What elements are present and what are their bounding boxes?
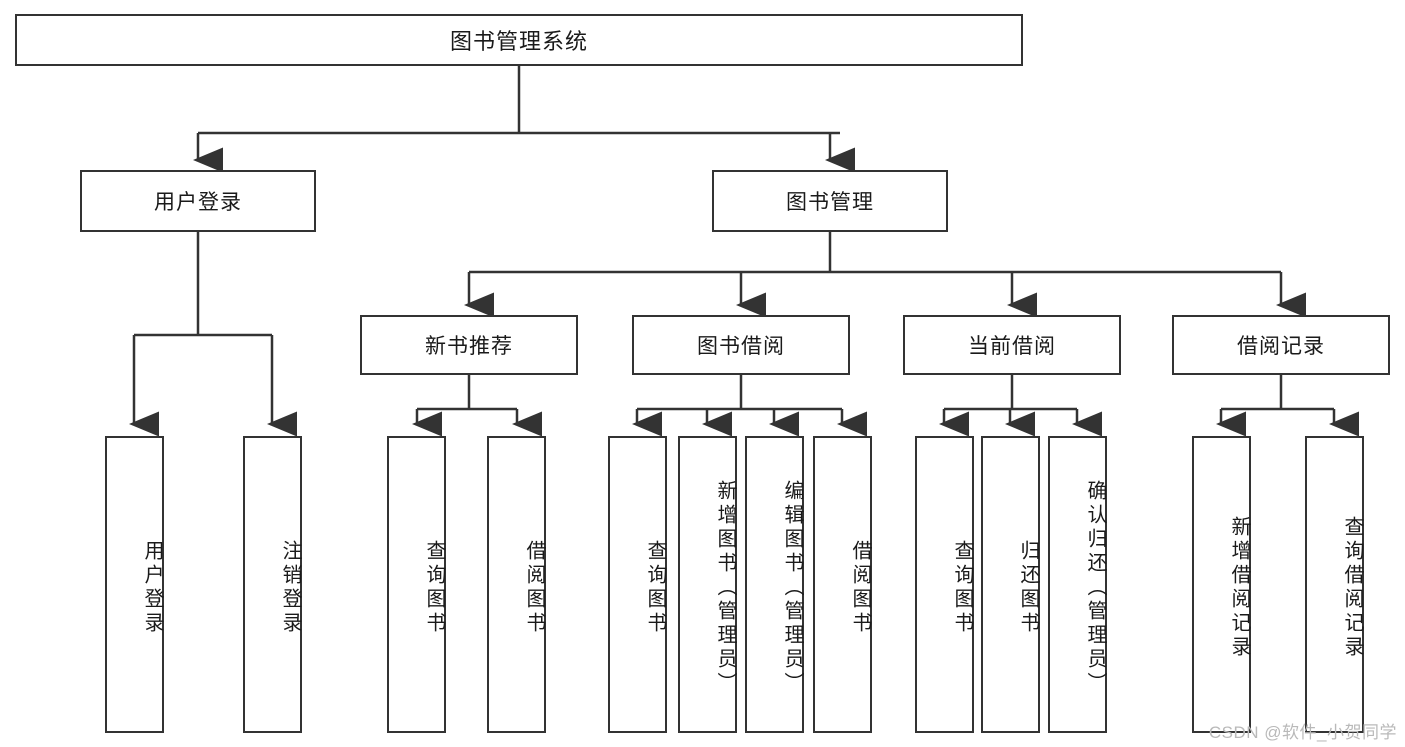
node-label: 查询图书 bbox=[423, 539, 445, 636]
node-leaf-query-book-borrow[interactable]: 查询图书 bbox=[608, 436, 667, 733]
node-user-login[interactable]: 用户登录 bbox=[80, 170, 316, 232]
node-label: 编辑图书（管理员） bbox=[781, 479, 803, 696]
node-label: 注销登录 bbox=[279, 539, 301, 636]
node-leaf-query-borrow-record[interactable]: 查询借阅记录 bbox=[1305, 436, 1364, 733]
node-label: 查询借阅记录 bbox=[1341, 515, 1363, 660]
node-label: 当前借阅 bbox=[968, 335, 1056, 358]
node-leaf-confirm-return-admin[interactable]: 确认归还（管理员） bbox=[1048, 436, 1107, 733]
node-book-manage[interactable]: 图书管理 bbox=[712, 170, 948, 232]
node-label: 查询图书 bbox=[951, 539, 973, 636]
node-label: 新增借阅记录 bbox=[1228, 515, 1250, 660]
node-leaf-query-book-current[interactable]: 查询图书 bbox=[915, 436, 974, 733]
node-label: 用户登录 bbox=[154, 191, 242, 214]
node-label: 图书管理 bbox=[786, 191, 874, 214]
node-leaf-return-book[interactable]: 归还图书 bbox=[981, 436, 1040, 733]
node-leaf-add-borrow-record[interactable]: 新增借阅记录 bbox=[1192, 436, 1251, 733]
watermark-text: CSDN @软件_小贺同学 bbox=[1208, 723, 1397, 742]
node-leaf-query-book-new[interactable]: 查询图书 bbox=[387, 436, 446, 733]
node-new-book-recommend[interactable]: 新书推荐 bbox=[360, 315, 578, 375]
node-label: 查询图书 bbox=[644, 539, 666, 636]
node-borrow-record[interactable]: 借阅记录 bbox=[1172, 315, 1390, 375]
node-label: 用户登录 bbox=[141, 539, 163, 636]
node-label: 图书借阅 bbox=[697, 335, 785, 358]
node-current-borrow[interactable]: 当前借阅 bbox=[903, 315, 1121, 375]
node-label: 借阅图书 bbox=[849, 539, 871, 636]
node-leaf-add-book-admin[interactable]: 新增图书（管理员） bbox=[678, 436, 737, 733]
node-label: 新书推荐 bbox=[425, 335, 513, 358]
node-leaf-borrow-book-new[interactable]: 借阅图书 bbox=[487, 436, 546, 733]
node-label: 图书管理系统 bbox=[449, 29, 588, 54]
node-book-borrow[interactable]: 图书借阅 bbox=[632, 315, 850, 375]
node-label: 借阅记录 bbox=[1237, 335, 1325, 358]
node-leaf-edit-book-admin[interactable]: 编辑图书（管理员） bbox=[745, 436, 804, 733]
node-root-book-management-system[interactable]: 图书管理系统 bbox=[15, 14, 1023, 66]
node-leaf-borrow-book[interactable]: 借阅图书 bbox=[813, 436, 872, 733]
node-label: 借阅图书 bbox=[523, 539, 545, 636]
node-label: 归还图书 bbox=[1017, 539, 1039, 636]
node-leaf-user-login[interactable]: 用户登录 bbox=[105, 436, 164, 733]
node-label: 新增图书（管理员） bbox=[714, 479, 736, 696]
node-label: 确认归还（管理员） bbox=[1084, 479, 1106, 696]
node-leaf-user-logout[interactable]: 注销登录 bbox=[243, 436, 302, 733]
